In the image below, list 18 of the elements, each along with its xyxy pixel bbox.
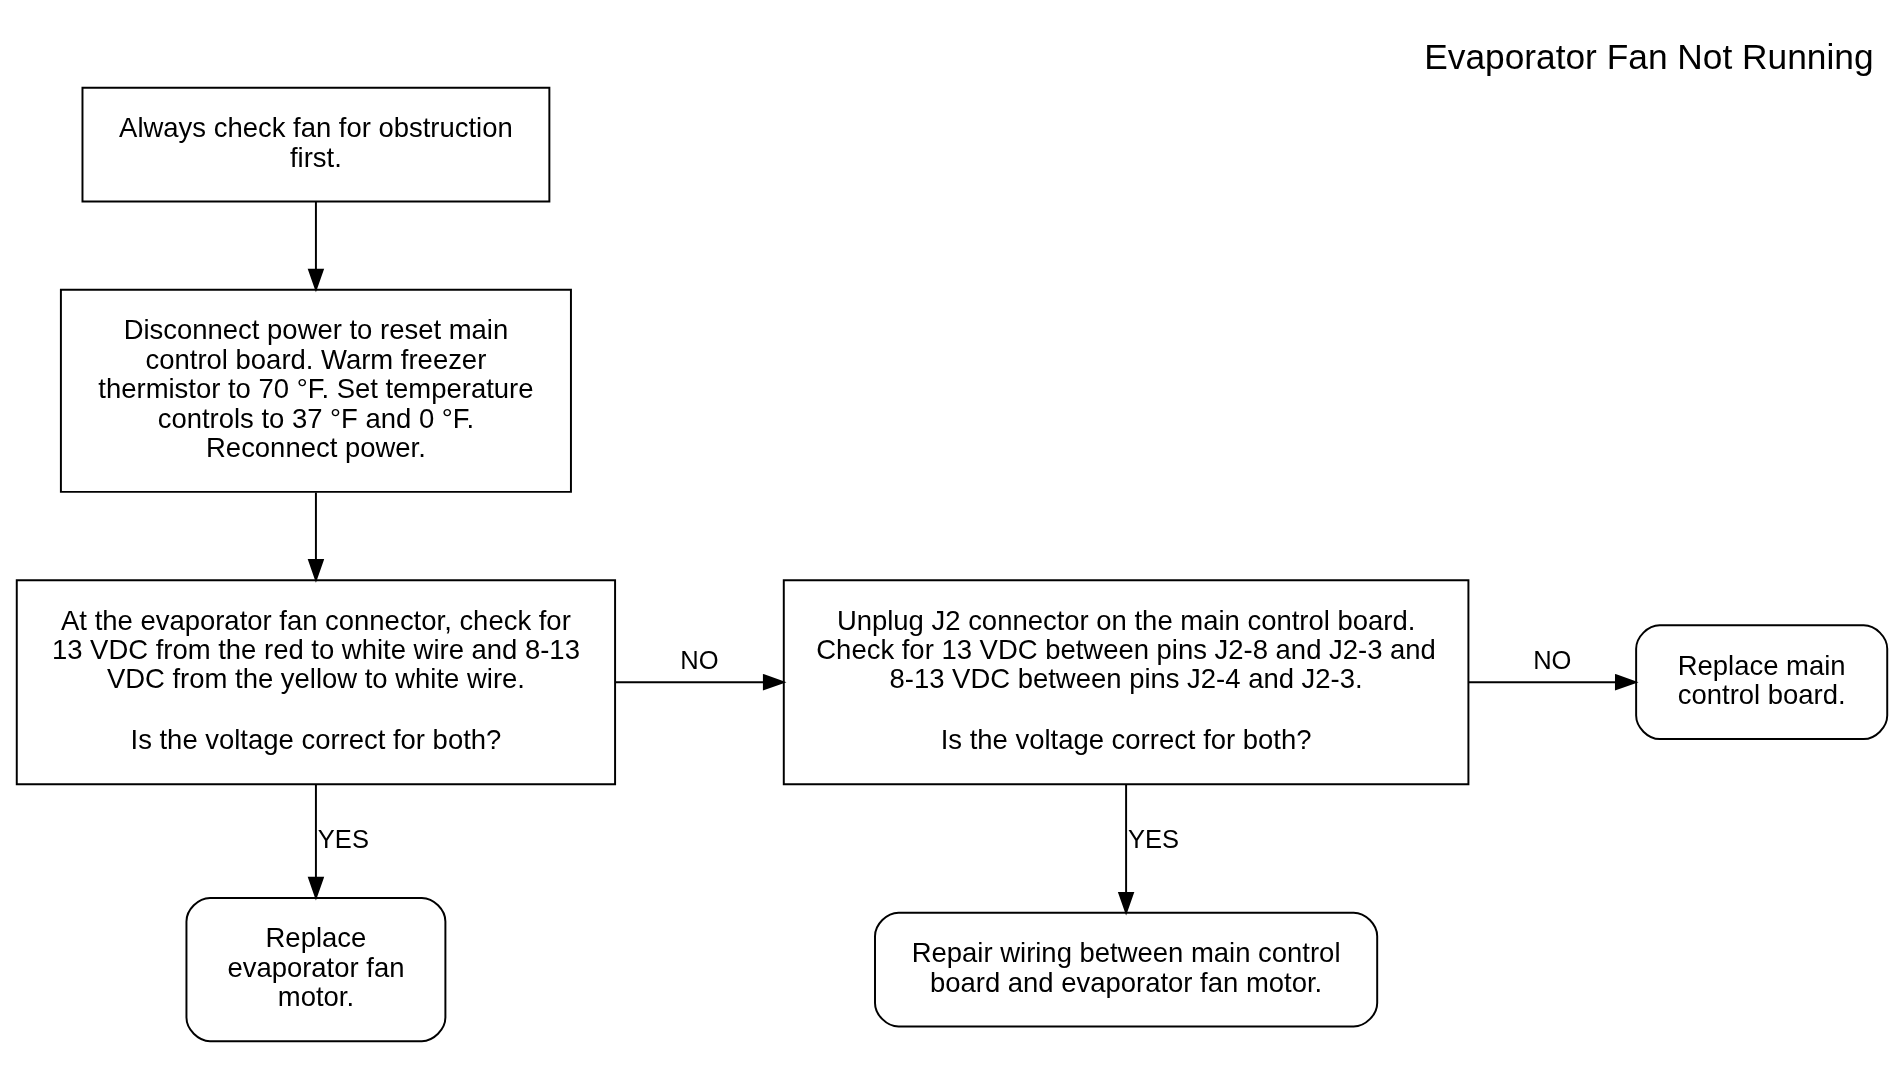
node-box: Replace main control board. — [1635, 624, 1889, 741]
edge-label: YES — [1128, 824, 1180, 853]
node-box: Disconnect power to reset main control board. Warm freezer thermistor to 70 °F. Set temperature controls to 37 °F and 0 °F. Reconnect power. — [59, 288, 572, 493]
node-box: At the evaporator fan connector, check for 13 VDC from the red to white wire and 8-13 VDC from the yellow to white wire. Is the voltage correct for both? — [15, 579, 617, 786]
arrow — [614, 673, 787, 691]
edge-label: NO — [680, 646, 719, 675]
arrow — [307, 200, 325, 293]
arrow — [1468, 673, 1639, 691]
diagram-title: Evaporator Fan Not Running — [1424, 36, 1874, 76]
node-box: Unplug J2 connector on the main control board. Check for 13 VDC between pins J2-8 and J2-3 and 8-13 VDC between pins J2-4 and J2-3. Is the voltage correct for both? — [782, 579, 1470, 786]
arrow — [1117, 783, 1135, 916]
node-box: Replace evaporator fan motor. — [185, 896, 447, 1043]
arrow — [307, 783, 325, 901]
edge-label: YES — [317, 824, 369, 853]
arrow — [307, 491, 325, 583]
node-box: Repair wiring between main control board and evaporator fan motor. — [874, 911, 1379, 1028]
edge-label: NO — [1533, 646, 1572, 675]
node-box: Always check fan for obstruction first. — [81, 86, 551, 203]
